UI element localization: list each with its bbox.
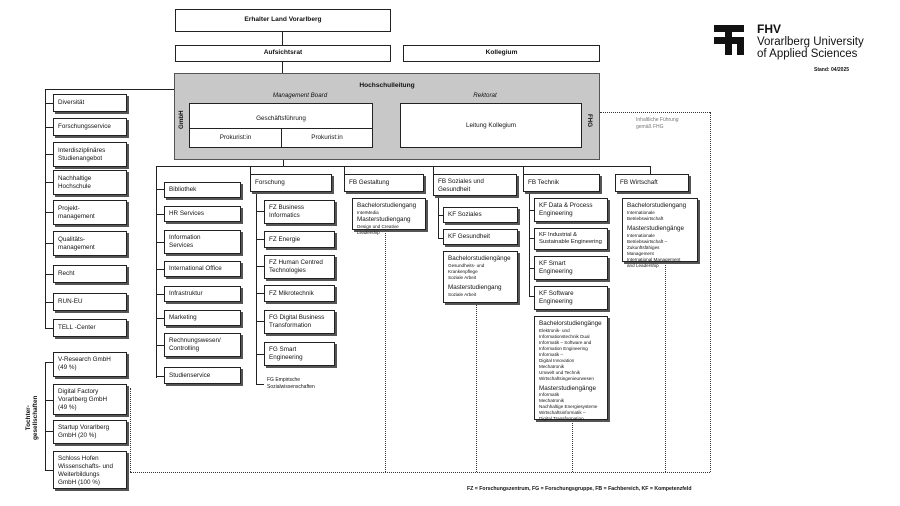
gestaltung-programs: Bachelorstudiengang InterMedia Masterstu… (352, 198, 426, 235)
service-studienservice: Studienservice (164, 367, 241, 384)
rektorat-label: Rektorat (473, 92, 497, 99)
gestaltung-master-head: Masterstudiengang (357, 215, 411, 223)
leitung-kollegium-box: Leitung Kollegium (400, 103, 582, 148)
service-information: Information Services (164, 230, 241, 254)
soziales-programs: Bachelorstudiengänge Gesundheits- und Kr… (443, 251, 518, 303)
prokurist-label-1: Prokurist:in (219, 134, 252, 141)
forschung-item-business-informatics: FZ Business Informatics (264, 200, 335, 224)
forschung-item-human-centred: FZ Human Centred Technologies (264, 255, 335, 279)
wirtschaft-master-head: Masterstudiengänge (627, 224, 685, 232)
soziales-bachelor-head: Bachelorstudiengänge (448, 255, 511, 262)
service-hr: HR Services (164, 206, 241, 222)
stand-label: Stand: 04/2025 (814, 67, 850, 73)
gestaltung-bachelor-items: InterMedia (357, 209, 379, 215)
left-item-run-eu: RUN-EU (53, 293, 127, 311)
abbreviation-footnote: FZ = Forschungszentrum, FG = Forschungsg… (467, 486, 692, 492)
left-item-forschungsservice: Forschungsservice (53, 118, 127, 136)
wirtschaft-bachelor-items: Internationale Betriebswirtschaft (627, 209, 664, 221)
wirtschaft-header: FB Wirtschaft (615, 174, 689, 192)
service-bibliothek: Bibliothek (164, 182, 241, 198)
technik-master-head: Masterstudiengänge (539, 384, 597, 392)
left-item-tell-center: TELL -Center (53, 319, 127, 337)
soziales-master-items: Soziale Arbeit (448, 291, 477, 297)
gestaltung-bachelor-head: Bachelorstudiengang (357, 202, 417, 209)
left-item-interdisziplinaer: Interdisziplinäres Studienangebot (53, 142, 127, 167)
service-infrastruktur: Infrastruktur (164, 286, 241, 302)
hochschulleitung-title: Hochschulleitung (359, 82, 415, 89)
tochter-startup: Startup Vorarlberg GmbH (20 %) (53, 420, 127, 444)
left-item-recht: Recht (53, 265, 127, 283)
technik-master-items: Informatik Mechatronik Nachhaltige Energ… (539, 392, 598, 422)
logo-text: FHV Vorarlberg University of Applied Sci… (757, 23, 864, 60)
soziales-master-head: Masterstudiengang (448, 283, 502, 291)
forschung-item-empirische: FG Empirische Sozialwissenschaften (267, 377, 315, 390)
technik-kf-smart: KF Smart Engineering (534, 256, 608, 280)
service-international-office: International Office (164, 261, 241, 277)
technik-programs: Bachelorstudiengänge Elektronik- und Inf… (534, 316, 608, 422)
kollegium-label: Kollegium (485, 49, 518, 57)
forschung-item-smart-engineering: FG Smart Engineering (264, 342, 335, 366)
soziales-header: FB Soziales und Gesundheit (433, 174, 517, 196)
tochter-label: Tochter- gesellschaften (25, 395, 40, 440)
aufsichtsrat-label: Aufsichtsrat (263, 49, 303, 57)
forschung-item-digital-business: FG Digital Business Transformation (264, 310, 335, 334)
gmbh-label: GmbH (178, 110, 185, 129)
service-marketing: Marketing (164, 310, 241, 326)
service-rechnungswesen: Rechnungswesen/ Controlling (164, 333, 241, 357)
soziales-kf-soziales: KF Soziales (443, 207, 518, 223)
soziales-bachelor-items: Gesundheits- und Krankenpflege Soziale A… (448, 262, 485, 280)
left-item-projektmanagement: Projekt- management (53, 200, 127, 225)
technik-header: FB Technik (523, 174, 600, 192)
logo-line-1: FHV (757, 22, 781, 36)
forschung-item-mikrotechnik: FZ Mikrotechnik (264, 285, 335, 302)
geschaeftsfuehrung-box: Geschäftsführung Prokurist:in Prokurist:… (189, 103, 373, 148)
fhv-logo-icon (714, 25, 744, 55)
forschung-item-energie: FZ Energie (264, 231, 335, 248)
wirtschaft-programs: Bachelorstudiengang Internationale Betri… (622, 198, 698, 268)
inhaltliche-fuehrung-note: Inhaltliche Führung gemäß FHG (636, 117, 679, 130)
erhalter-label: Erhalter Land Vorarlberg (244, 16, 322, 24)
kollegium-box: Kollegium (403, 45, 600, 62)
prokurist-label-2: Prokurist:in (311, 134, 343, 141)
forschung-header: Forschung (250, 174, 332, 192)
logo-line-3: of Applied Sciences (757, 47, 858, 60)
technik-kf-software: KF Software Engineering (534, 286, 608, 310)
gestaltung-master-items: Design und Creative Leadership (357, 223, 399, 235)
leitung-kollegium-label: Leitung Kollegium (465, 121, 517, 129)
wirtschaft-master-items: Internationale Betriebswirtschaft – Zuku… (627, 232, 681, 268)
wirtschaft-bachelor-head: Bachelorstudiengang (627, 202, 687, 209)
aufsichtsrat-box: Aufsichtsrat (175, 45, 391, 62)
geschaeftsfuehrung-label: Geschäftsführung (256, 115, 306, 122)
tochter-schloss-hofen: Schloss Hofen Wissenschafts- und Weiterb… (53, 451, 127, 489)
soziales-kf-gesundheit: KF Gesundheit (443, 229, 518, 245)
erhalter-box: Erhalter Land Vorarlberg (175, 9, 391, 32)
tochter-v-research: V-Research GmbH (49 %) (53, 352, 127, 377)
left-item-nachhaltige-hochschule: Nachhaltige Hochschule (53, 170, 127, 195)
technik-bachelor-head: Bachelorstudiengänge (539, 320, 602, 327)
left-item-diversitaet: Diversität (53, 94, 127, 112)
gestaltung-header: FB Gestaltung (344, 174, 424, 192)
tochter-digital-factory: Digital Factory Vorarlberg GmbH (49 %) (53, 384, 127, 415)
technik-kf-industrial: KF Industrial & Sustainable Engineering (534, 228, 608, 250)
management-board-label: Management Board (272, 92, 328, 99)
technik-kf-data-process: KF Data & Process Engineering (534, 198, 608, 222)
fhg-label: FHG (586, 114, 593, 128)
left-item-qualitaetsmanagement: Qualitäts- management (53, 231, 127, 256)
logo-line-2: Vorarlberg University (757, 35, 864, 48)
technik-bachelor-items: Elektronik- und Informationstechnik Dual… (539, 327, 594, 381)
